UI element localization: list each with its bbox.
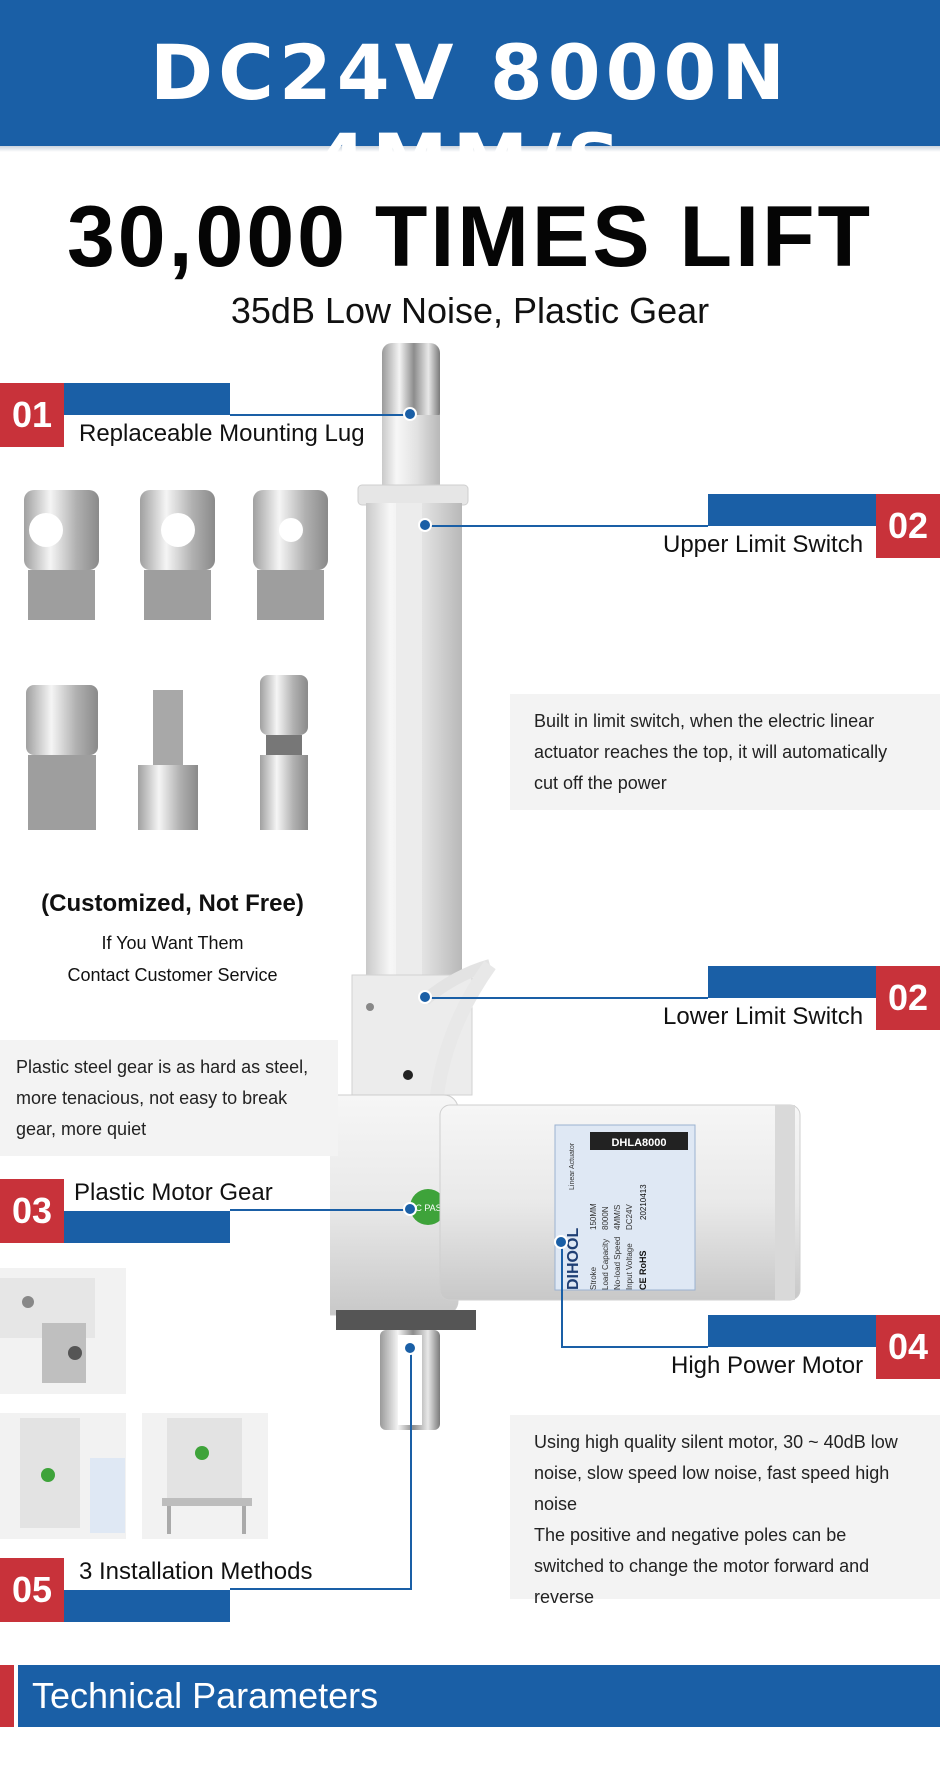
subheadline: 35dB Low Noise, Plastic Gear [230,290,710,331]
motor-row-1-value: 150MM [589,1203,598,1230]
callout-04-bar [708,1315,876,1347]
callout-03-label: Plastic Motor Gear [74,1179,273,1206]
callout-05-bar [64,1590,230,1622]
callout-05-leader-vertical [410,1348,412,1590]
motor-model: DHLA8000 [611,1137,666,1149]
technical-parameters-accent [0,1665,14,1727]
install-thumb-2 [0,1413,126,1539]
limit-switch-description: Built in limit switch, when the electric… [510,694,940,810]
callout-02-lower-leader [425,997,708,999]
callout-03-leader [230,1209,410,1211]
callout-02-upper-label: Upper Limit Switch [663,531,864,558]
callout-01-bar [64,383,230,415]
banner-title: DC24V 8000N 4MM/S [149,28,791,206]
actuator-illustration: QC PASS DHLA8000 DIHOOL Stroke 150MM Loa… [330,343,801,1430]
motor-row-4-value: DC24V [625,1204,634,1230]
motor-description: Using high quality silent motor, 30 ~ 40… [510,1415,940,1607]
callout-04-dot [554,1235,568,1249]
lug-6-image [260,675,308,830]
motor-label [554,1124,696,1291]
lugs-note-line1: If You Want Them [101,933,244,953]
lug-1-image [24,490,99,620]
motor-row-4: Input Voltage [625,1243,634,1290]
motor-brand: DIHOOL [565,1228,582,1290]
callout-04-label: High Power Motor [671,1352,864,1379]
callout-05-label: 3 Installation Methods [79,1558,313,1585]
rod-end-top [382,343,440,423]
callout-05-number: 05 [0,1558,64,1622]
motor-row-2: Load Capacity [601,1239,610,1290]
motor-cert: CE RoHS [638,1250,648,1290]
mounting-lug-thumbnails [24,490,328,830]
callout-01-label: Replaceable Mounting Lug [79,420,365,447]
motor-row-1: Stroke [589,1266,598,1290]
lugs-caption: (Customized, Not Free) [41,890,304,917]
callout-01-dot [403,407,417,421]
lug-4-image [26,685,98,830]
banner-shadow [0,146,940,152]
motor-date: 20210413 [639,1184,648,1220]
callout-03-dot [403,1202,417,1216]
callout-03-number: 03 [0,1179,64,1243]
top-banner [0,0,940,146]
qc-sticker-text: QC PASS [408,1203,447,1213]
callout-02-upper-dot [418,518,432,532]
callout-01-leader [230,414,410,416]
callout-02-upper-leader [425,525,708,527]
technical-parameters-title: Technical Parameters [32,1675,379,1716]
lugs-note-line2: Contact Customer Service [67,965,278,985]
gear-description: Plastic steel gear is as hard as steel, … [0,1040,338,1156]
callout-04-number: 04 [876,1315,940,1379]
callout-02-lower-dot [418,990,432,1004]
technical-parameters-bar [0,1665,940,1727]
motor-row-3-value: 4MM/S [613,1205,622,1230]
lug-2-image [140,490,215,620]
callout-04-leader-vertical [561,1242,563,1348]
install-thumb-3 [142,1413,268,1539]
callout-05-dot [403,1341,417,1355]
callout-01-number: 01 [0,383,64,447]
lug-5-image [138,690,198,830]
motor-product: Linear Actuator [569,1142,576,1190]
callout-02-lower-label: Lower Limit Switch [663,1003,864,1030]
callout-03-bar [64,1211,230,1243]
install-thumb-1 [0,1268,126,1394]
callout-04-leader [561,1346,708,1348]
motor-description-line1: Using high quality silent motor, 30 ~ 40… [534,1432,898,1514]
callout-02-upper-bar [708,494,876,526]
callout-02-lower-number: 02 [876,966,940,1030]
callout-02-lower-bar [708,966,876,998]
motor-row-2-value: 8000N [601,1206,610,1230]
technical-parameters-divider [14,1665,18,1727]
headline: 30,000 TIMES LIFT [66,189,874,285]
qc-sticker [410,1189,446,1225]
callout-05-leader [230,1588,412,1590]
motor-row-3: No-load Speed [613,1237,622,1290]
motor-description-line2: The positive and negative poles can be s… [534,1525,870,1607]
callout-02-upper-number: 02 [876,494,940,558]
lug-3-image [253,490,328,620]
